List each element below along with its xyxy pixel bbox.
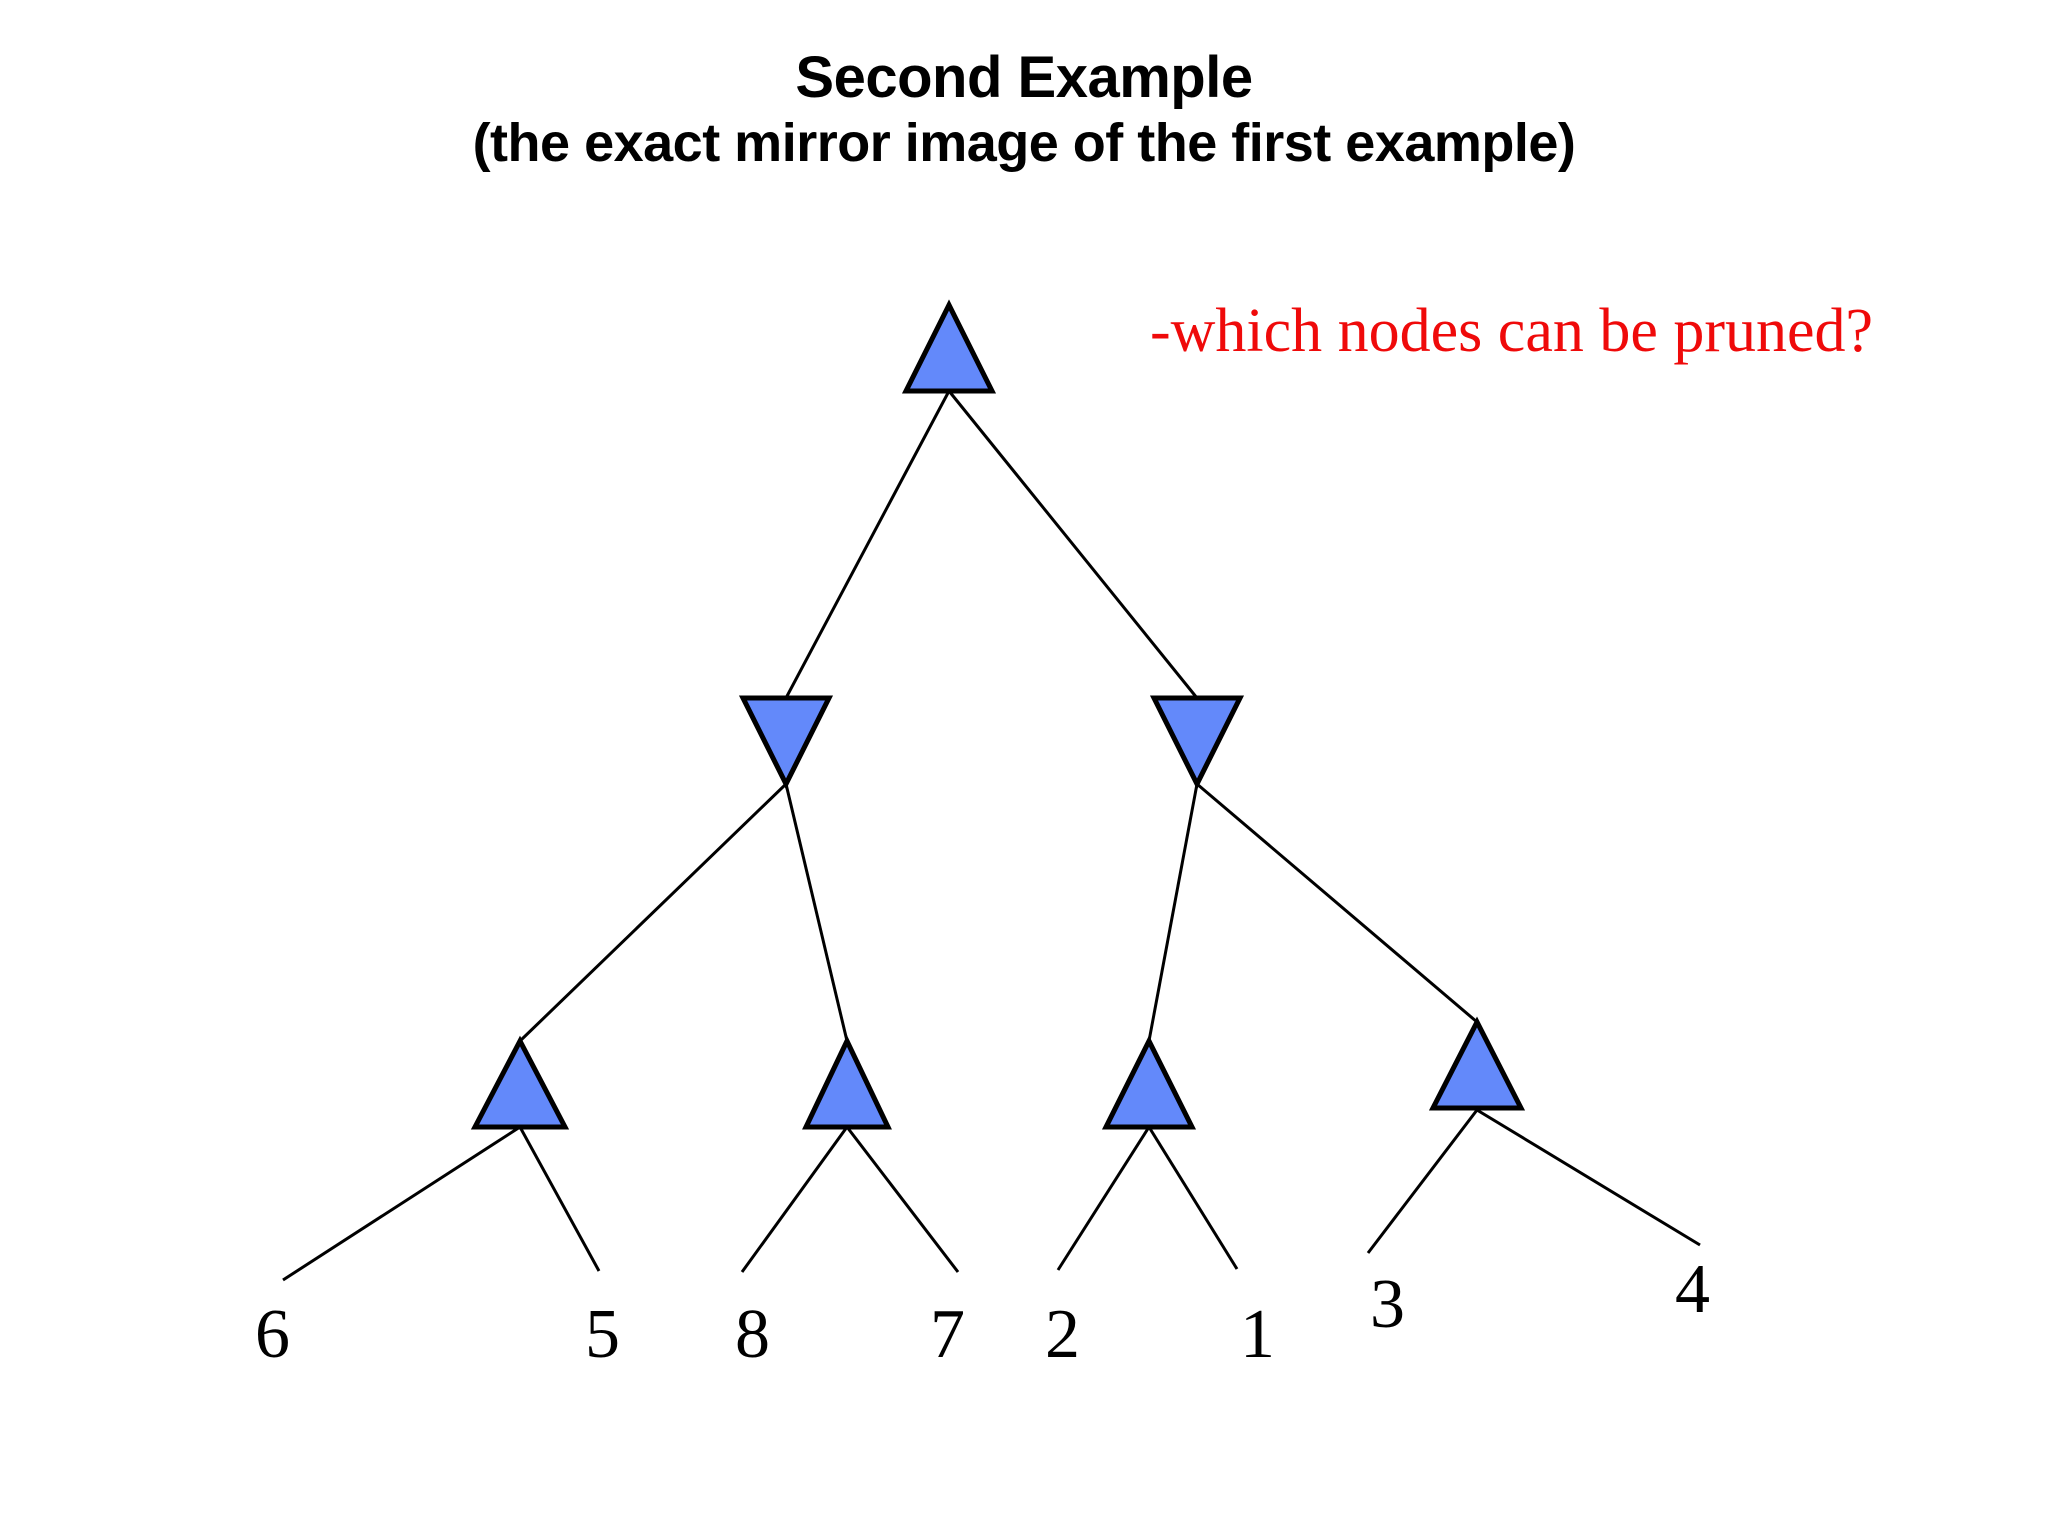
- tree-edges: [282, 390, 1701, 1282]
- title-line-secondary: (the exact mirror image of the first exa…: [472, 113, 1576, 174]
- tree-edge: [1476, 1108, 1701, 1247]
- tree-edge: [1147, 1126, 1239, 1270]
- tree-edge: [784, 390, 951, 699]
- leaf-value: 2: [1045, 1296, 1080, 1373]
- page-title: Second Example (the exact mirror image o…: [0, 44, 2048, 176]
- prompt-question-text: -which nodes can be pruned?: [1150, 297, 1874, 365]
- tree-node-min[interactable]: [1149, 695, 1245, 790]
- leaf-value: 6: [255, 1296, 290, 1373]
- tree-edge: [1366, 1109, 1479, 1254]
- tree-edge: [1147, 783, 1199, 1042]
- tree-edge: [845, 1126, 960, 1273]
- leaf-value: 1: [1240, 1296, 1275, 1373]
- tree-nodes: [470, 299, 1526, 1130]
- tree-edge: [740, 1126, 849, 1273]
- tree-node-max[interactable]: [901, 299, 997, 394]
- leaf-value: 7: [930, 1296, 965, 1373]
- tree-edge: [1196, 782, 1478, 1024]
- tree-edge: [784, 783, 849, 1042]
- tree-node-min[interactable]: [738, 695, 834, 790]
- tree-edge: [282, 1125, 521, 1282]
- leaf-value: 8: [735, 1296, 770, 1373]
- leaf-value: 5: [585, 1296, 620, 1373]
- tree-edge: [947, 390, 1199, 699]
- tree-node-max[interactable]: [470, 1035, 570, 1130]
- tree-edge: [518, 782, 788, 1043]
- leaf-value: 4: [1675, 1251, 1710, 1328]
- tree-node-max[interactable]: [1101, 1035, 1197, 1130]
- title-line-primary: Second Example: [795, 45, 1253, 110]
- tree-edge: [518, 1126, 601, 1272]
- tree-node-max[interactable]: [1428, 1016, 1526, 1111]
- leaf-value: 3: [1370, 1266, 1405, 1343]
- tree-node-max[interactable]: [802, 1035, 892, 1130]
- tree-edge: [1056, 1126, 1151, 1271]
